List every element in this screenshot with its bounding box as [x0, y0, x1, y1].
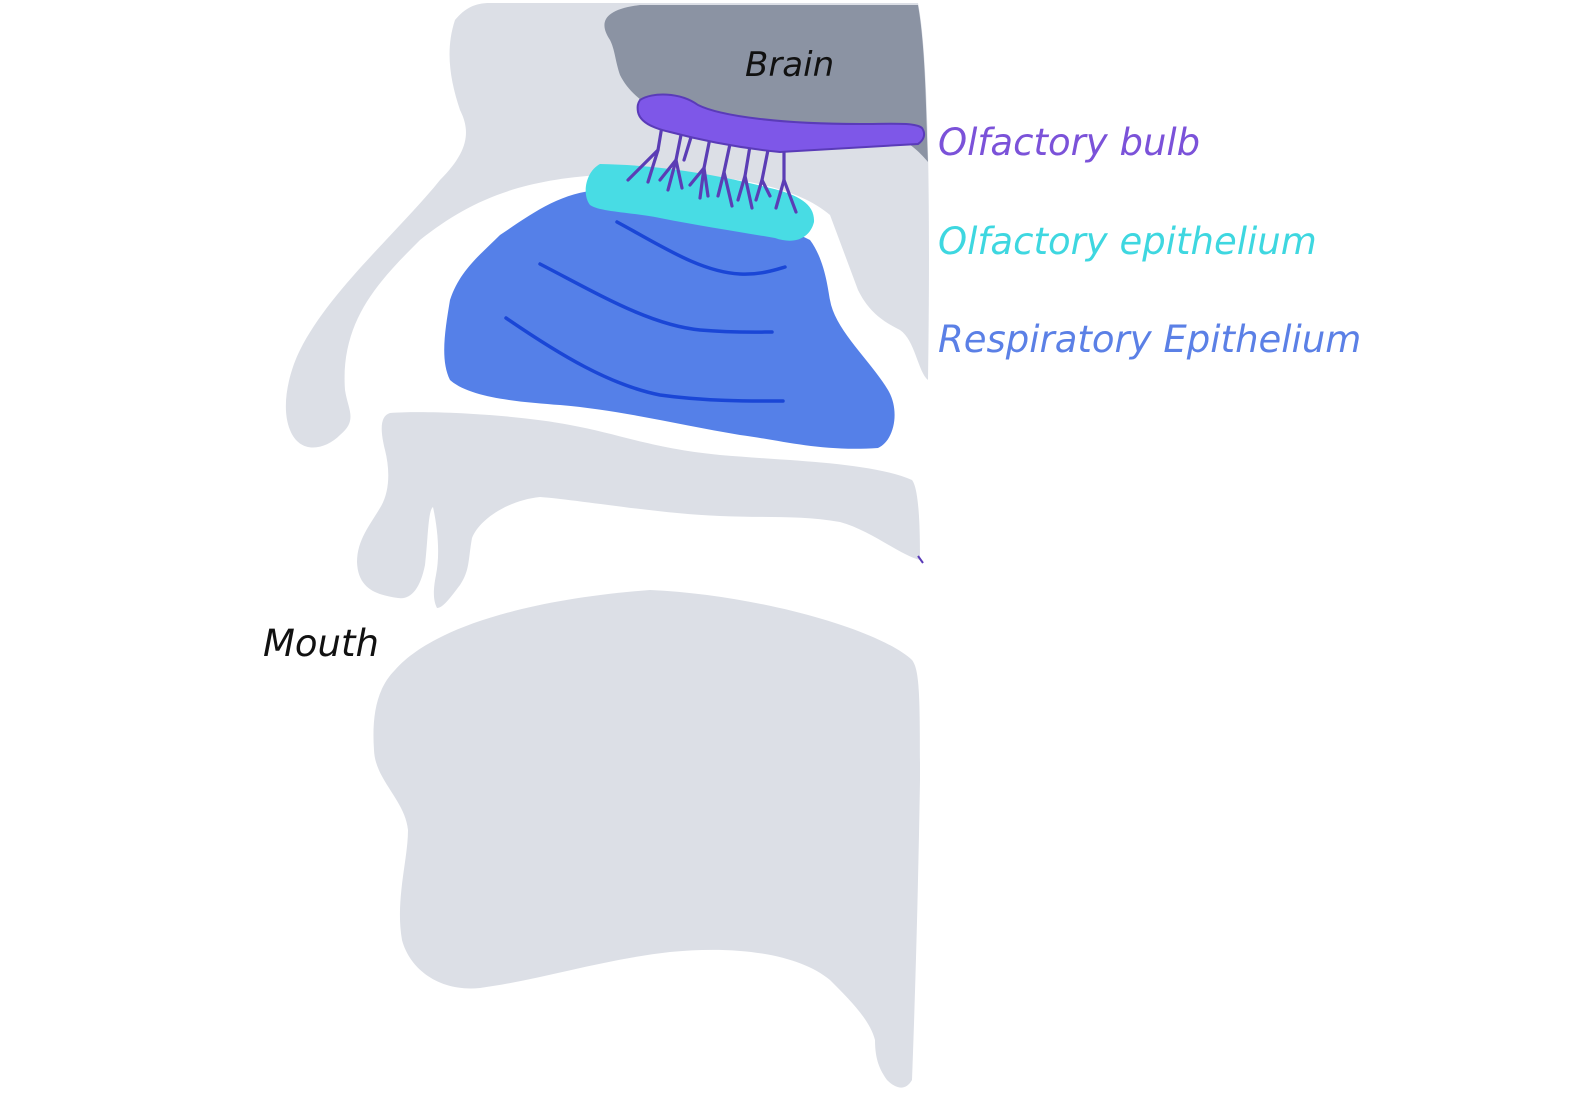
label-respiratory-epithelium: Respiratory Epithelium [938, 318, 1361, 361]
label-olfactory-epithelium: Olfactory epithelium [938, 220, 1317, 263]
olfactory-nerve-fibers [626, 124, 798, 214]
olfactory-epithelium [585, 164, 815, 241]
label-mouth: Mouth [263, 622, 379, 665]
tongue [373, 590, 920, 1088]
label-olfactory-bulb: Olfactory bulb [938, 121, 1200, 164]
hard-palate [357, 412, 920, 608]
turbinate-line-upper [615, 220, 787, 276]
label-brain: Brain [745, 45, 834, 85]
brain [604, 5, 928, 162]
respiratory-epithelium [444, 190, 895, 449]
turbinate-line-lower [504, 316, 785, 403]
olfactory-bulb [636, 93, 926, 154]
turbinate-line-middle [538, 262, 774, 334]
lip-mark [917, 555, 924, 564]
